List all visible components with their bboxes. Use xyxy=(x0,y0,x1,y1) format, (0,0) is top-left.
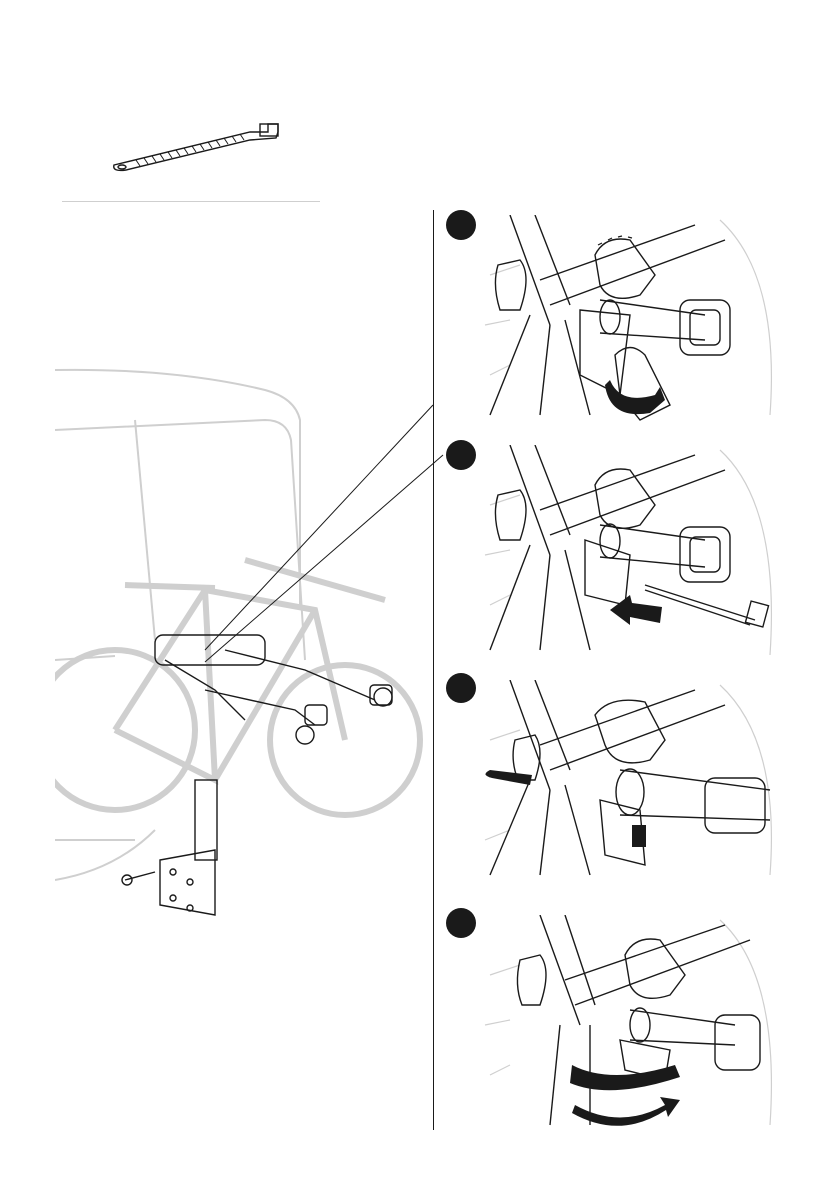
step-1-badge xyxy=(446,210,476,240)
strap-insert-icon xyxy=(480,445,790,660)
step-3-badge xyxy=(446,673,476,703)
step-4-panel xyxy=(480,915,785,1130)
overview-illustration xyxy=(55,360,445,930)
step-3-panel xyxy=(480,680,785,880)
step-2-badge xyxy=(446,440,476,470)
strap-wrap-frame-icon xyxy=(480,915,785,1130)
bike-rack-on-vehicle-icon xyxy=(55,360,445,930)
part-divider xyxy=(62,201,320,202)
strap-part-illustration xyxy=(100,110,290,180)
strap-icon xyxy=(100,110,290,180)
step-4-badge xyxy=(446,908,476,938)
step-1-panel xyxy=(480,215,785,425)
strap-grip-lever-icon xyxy=(480,215,785,425)
strap-pull-through-icon xyxy=(480,680,785,880)
step-2-panel xyxy=(480,445,790,660)
